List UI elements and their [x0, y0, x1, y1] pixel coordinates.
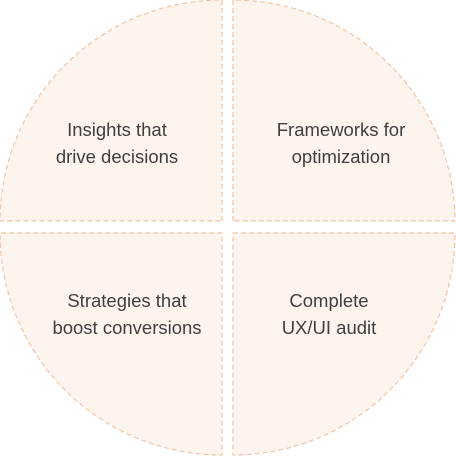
label-line: drive decisions: [55, 146, 179, 167]
quadrant-bottom-left: [0, 232, 223, 456]
quadrant-label-bottom-left: Strategies that boost conversions: [27, 287, 227, 341]
quadrant-top-left: [0, 0, 223, 222]
label-line: Frameworks for: [276, 119, 406, 140]
quadrant-top-right: [232, 0, 456, 222]
label-line: UX/UI audit: [281, 317, 377, 338]
quadrant-bottom-right: [232, 232, 456, 456]
label-line: Strategies that: [67, 290, 187, 311]
label-line: Insights that: [67, 119, 167, 140]
quadrant-label-bottom-right: Complete UX/UI audit: [229, 287, 429, 341]
label-line: boost conversions: [52, 317, 202, 338]
quadrant-label-top-left: Insights that drive decisions: [17, 116, 217, 170]
quadrant-label-top-right: Frameworks for optimization: [241, 116, 441, 170]
label-line: optimization: [291, 146, 391, 167]
label-line: Complete: [289, 290, 369, 311]
